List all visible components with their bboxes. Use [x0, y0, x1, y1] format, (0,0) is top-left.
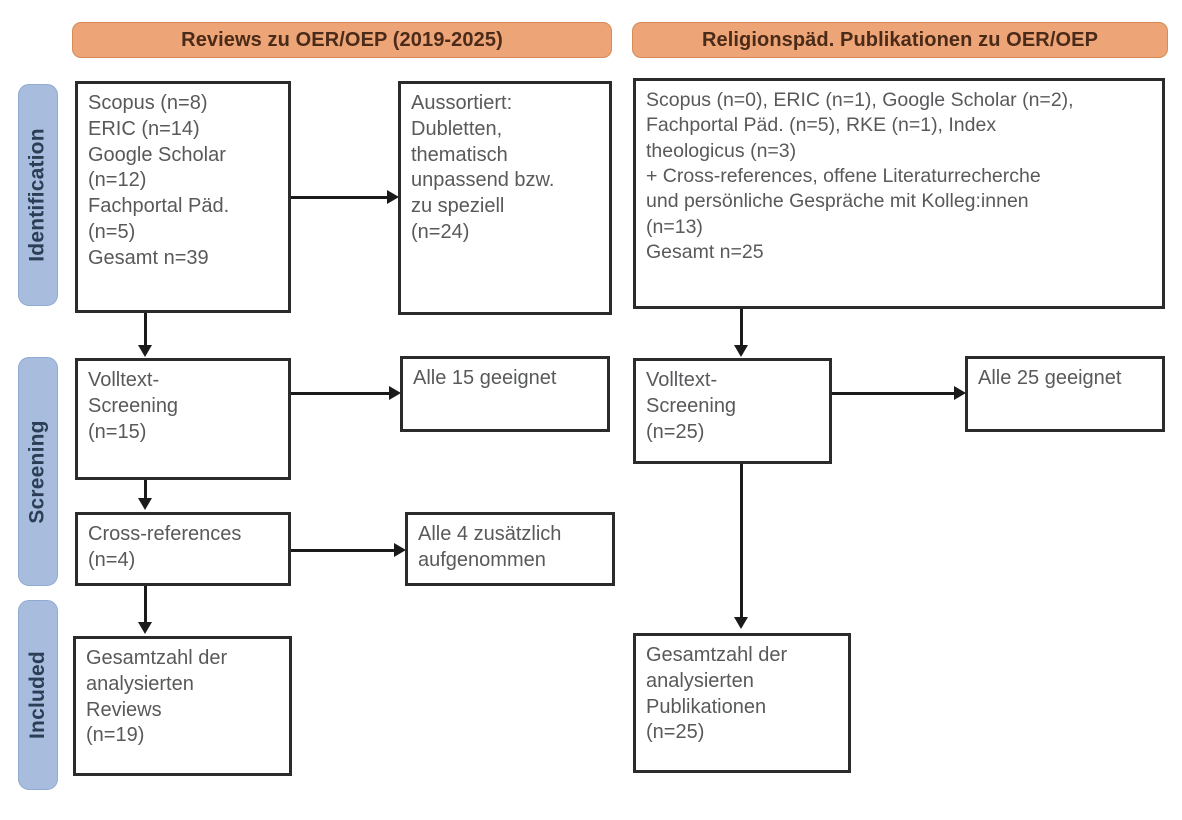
stage-pill-included: Included [18, 600, 58, 790]
stage-pill-identification-label: Identification [26, 128, 49, 262]
box-publications-fulltext-screening: Volltext- Screening (n=25) [633, 358, 832, 464]
arrowhead-reviews-crossrefs-to-result [394, 543, 406, 557]
box-reviews-sources: Scopus (n=8) ERIC (n=14) Google Scholar … [75, 81, 291, 313]
arrowhead-reviews-crossrefs-to-included [138, 622, 152, 634]
arrowhead-reviews-fulltext-to-result [389, 386, 401, 400]
connector-publications-sources-to-fulltext [740, 309, 743, 347]
connector-reviews-sources-to-excluded [291, 196, 387, 199]
box-reviews-fulltext-screening: Volltext- Screening (n=15) [75, 358, 291, 480]
box-publications-included-total: Gesamtzahl der analysierten Publikatione… [633, 633, 851, 773]
column-header-publications: Religionspäd. Publikationen zu OER/OEP [632, 22, 1168, 58]
box-reviews-crossrefs-result: Alle 4 zusätzlich aufgenommen [405, 512, 615, 586]
stage-pill-screening: Screening [18, 357, 58, 586]
arrowhead-publications-sources-to-fulltext [734, 345, 748, 357]
stage-pill-identification: Identification [18, 84, 58, 306]
box-publications-sources: Scopus (n=0), ERIC (n=1), Google Scholar… [633, 78, 1165, 309]
arrowhead-reviews-fulltext-to-crossrefs [138, 498, 152, 510]
connector-reviews-sources-to-fulltext [144, 313, 147, 347]
box-reviews-fulltext-result: Alle 15 geeignet [400, 356, 610, 432]
connector-publications-fulltext-to-result [832, 392, 954, 395]
stage-pill-screening-label: Screening [26, 419, 49, 524]
arrowhead-reviews-sources-to-excluded [387, 190, 399, 204]
connector-reviews-crossrefs-to-result [291, 549, 394, 552]
connector-reviews-fulltext-to-result [291, 392, 389, 395]
connector-reviews-crossrefs-to-included [144, 586, 147, 624]
box-reviews-crossrefs: Cross-references (n=4) [75, 512, 291, 586]
arrowhead-reviews-sources-to-fulltext [138, 345, 152, 357]
connector-reviews-fulltext-to-crossrefs [144, 480, 147, 500]
box-reviews-included-total: Gesamtzahl der analysierten Reviews (n=1… [73, 636, 292, 776]
arrowhead-publications-fulltext-to-included [734, 617, 748, 629]
stage-pill-included-label: Included [26, 651, 50, 739]
arrowhead-publications-fulltext-to-result [954, 386, 966, 400]
column-header-reviews: Reviews zu OER/OEP (2019-2025) [72, 22, 612, 58]
box-publications-fulltext-result: Alle 25 geeignet [965, 356, 1165, 432]
box-reviews-excluded: Aussortiert: Dubletten, thematisch unpas… [398, 81, 612, 315]
connector-publications-fulltext-to-included [740, 464, 743, 619]
